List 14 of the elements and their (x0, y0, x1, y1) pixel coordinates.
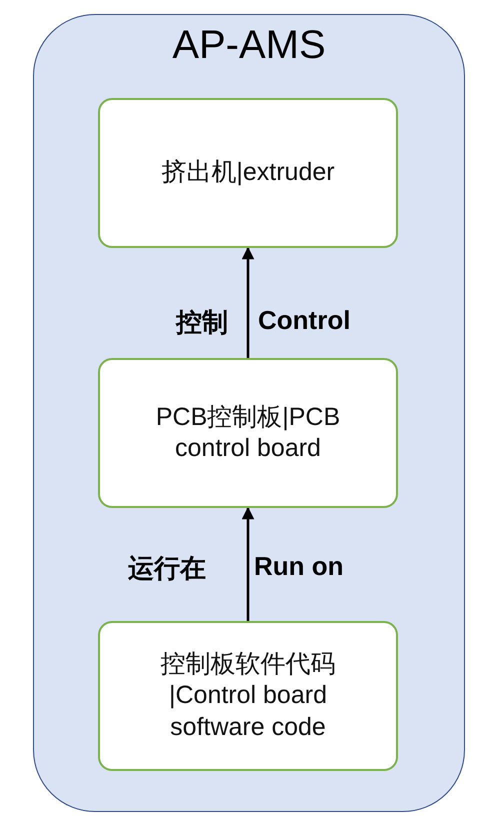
box-label: PCB控制板|PCB control board (154, 402, 342, 464)
box-label: 控制板软件代码 |Control board software code (160, 649, 336, 743)
annotation-text: Run on (254, 551, 344, 582)
box-label: 挤出机|extruder (160, 157, 336, 188)
process-box (98, 358, 398, 508)
container-title: AP-AMS (171, 23, 327, 68)
process-box (98, 98, 398, 248)
arrow (242, 246, 254, 358)
annotation-text: 运行在 (128, 552, 206, 585)
process-box (98, 621, 398, 771)
annotation-text: 控制 (176, 306, 228, 339)
annotation-text: Control (258, 305, 350, 336)
container-box (33, 14, 465, 812)
arrow (242, 506, 254, 621)
